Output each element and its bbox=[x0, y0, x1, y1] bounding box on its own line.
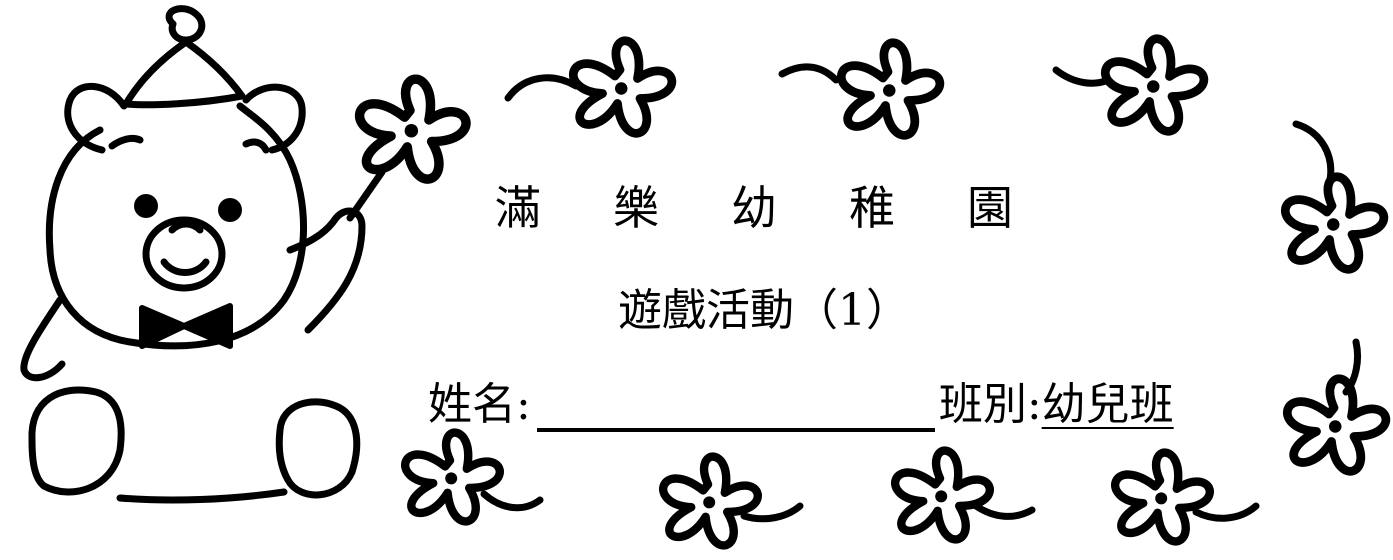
school-name-char: 園 bbox=[967, 181, 1013, 235]
name-label: 姓名: bbox=[428, 379, 531, 430]
school-name: 滿樂幼稚園 bbox=[495, 172, 1085, 238]
student-info-row: 姓名: 班別: 幼兒班 bbox=[428, 368, 1174, 432]
flower-icon bbox=[1115, 453, 1210, 542]
flower-icon bbox=[895, 451, 990, 540]
flower-icon bbox=[573, 41, 672, 134]
flower-icon bbox=[1285, 177, 1384, 270]
flower-icon bbox=[405, 433, 500, 522]
flower-icon bbox=[1105, 39, 1204, 132]
activity-title: 遊戲活動（1） bbox=[618, 285, 910, 336]
flower-icon bbox=[841, 43, 940, 136]
school-name-char: 幼 bbox=[731, 181, 777, 235]
flower-icon bbox=[360, 79, 466, 179]
name-field[interactable] bbox=[536, 381, 935, 432]
bear-icon bbox=[20, 5, 386, 504]
school-name-char: 稚 bbox=[849, 181, 895, 235]
flower-icon bbox=[663, 457, 758, 546]
school-name-char: 樂 bbox=[613, 181, 659, 235]
class-label: 班別: bbox=[938, 379, 1042, 430]
class-value: 幼兒班 bbox=[1041, 379, 1174, 430]
flower-icon bbox=[1287, 379, 1386, 472]
school-name-char: 滿 bbox=[495, 181, 541, 235]
